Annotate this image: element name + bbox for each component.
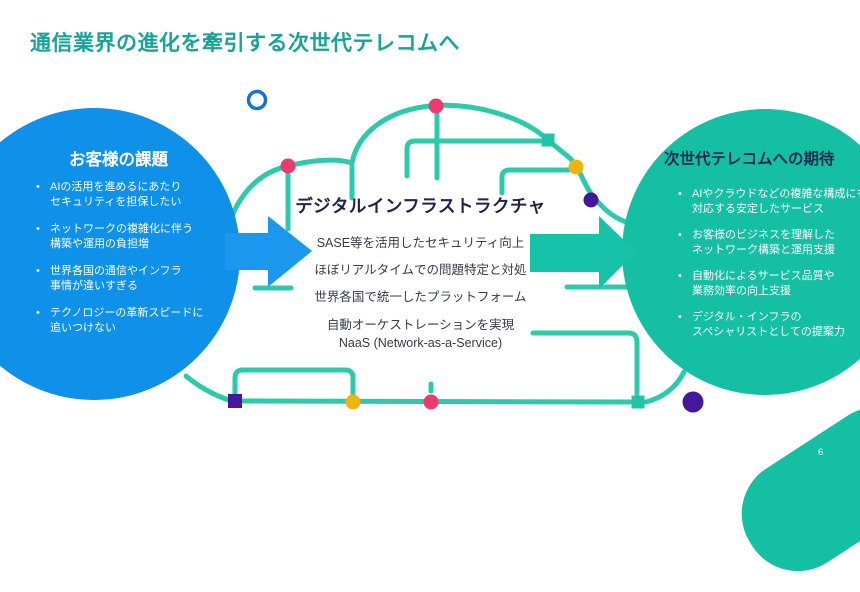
node-dot-yellow: [345, 394, 361, 410]
node-dot-pink: [423, 394, 439, 410]
list-item: 自動化によるサービス品質や 業務効率の向上支援: [678, 269, 860, 298]
digital-infrastructure-heading: デジタルインフラストラクチャ: [295, 196, 546, 216]
right-arrow-blue: [225, 216, 312, 287]
page-title: 通信業界の進化を牽引する次世代テレコムへ: [30, 32, 460, 55]
expectations-circle: 次世代テレコムへの期待 AIやクラウドなどの複雑な構成にも 対応する安定したサー…: [622, 109, 860, 395]
node-dot-yellow: [568, 159, 584, 175]
list-item: AIやクラウドなどの複雑な構成にも 対応する安定したサービス: [678, 187, 860, 216]
circuit-line: [530, 330, 640, 397]
customer-challenges-circle: お客様の課題 AIの活用を進めるにあたり セキュリティを担保したい ネットワーク…: [0, 108, 240, 400]
list-item: ネットワークの複雑化に伴う 構築や運用の負担増: [36, 222, 208, 251]
circuit-line: [404, 138, 543, 179]
feature-line: 世界各国で統一したプラットフォーム: [314, 290, 527, 304]
right-arrow-teal: [530, 216, 636, 289]
node-dot-pink: [280, 158, 296, 174]
circuit-loop: [232, 367, 356, 398]
digital-infrastructure-block: デジタルインフラストラクチャ SASE等を活用したセキュリティ向上 ほぼリアルタ…: [273, 193, 568, 352]
feature-line: SASE等を活用したセキュリティ向上: [316, 236, 525, 250]
node-square-purple: [228, 394, 242, 408]
circuit-line: [499, 167, 572, 196]
cloud-diagram: [183, 89, 704, 413]
list-item: デジタル・インフラの スペシャリストとしての提案力: [678, 310, 860, 339]
feature-line: 自動オーケストレーションを実現 NaaS (Network-as-a-Servi…: [326, 318, 515, 350]
list-item: お客様のビジネスを理解した ネットワーク構築と運用支援: [678, 228, 860, 257]
customer-challenges-heading: お客様の課題: [69, 151, 168, 169]
customer-challenges-list: AIの活用を進めるにあたり セキュリティを担保したい ネットワークの複雑化に伴う…: [36, 180, 208, 348]
node-dot-pink: [428, 98, 444, 114]
cloud-bottom-right-curve: [643, 369, 687, 405]
node-square-teal: [631, 395, 645, 409]
page-number: 6: [818, 447, 824, 458]
arrows-layer: [225, 216, 636, 289]
expectations-heading: 次世代テレコムへの期待: [664, 151, 835, 168]
feature-line: ほぼリアルタイムでの問題特定と対処: [314, 263, 527, 277]
node-square-teal: [541, 133, 555, 147]
node-dot-purple: [583, 192, 599, 208]
node-dot-purple-large: [682, 391, 704, 413]
expectations-list: AIやクラウドなどの複雑な構成にも 対応する安定したサービス お客様のビジネスを…: [678, 187, 860, 351]
node-ring-blue: [246, 89, 268, 111]
list-item: AIの活用を進めるにあたり セキュリティを担保したい: [36, 180, 208, 209]
list-item: 世界各国の通信やインフラ 事情が違いすぎる: [36, 264, 208, 293]
list-item: テクノロジーの革新スピードに 追いつけない: [36, 306, 208, 335]
